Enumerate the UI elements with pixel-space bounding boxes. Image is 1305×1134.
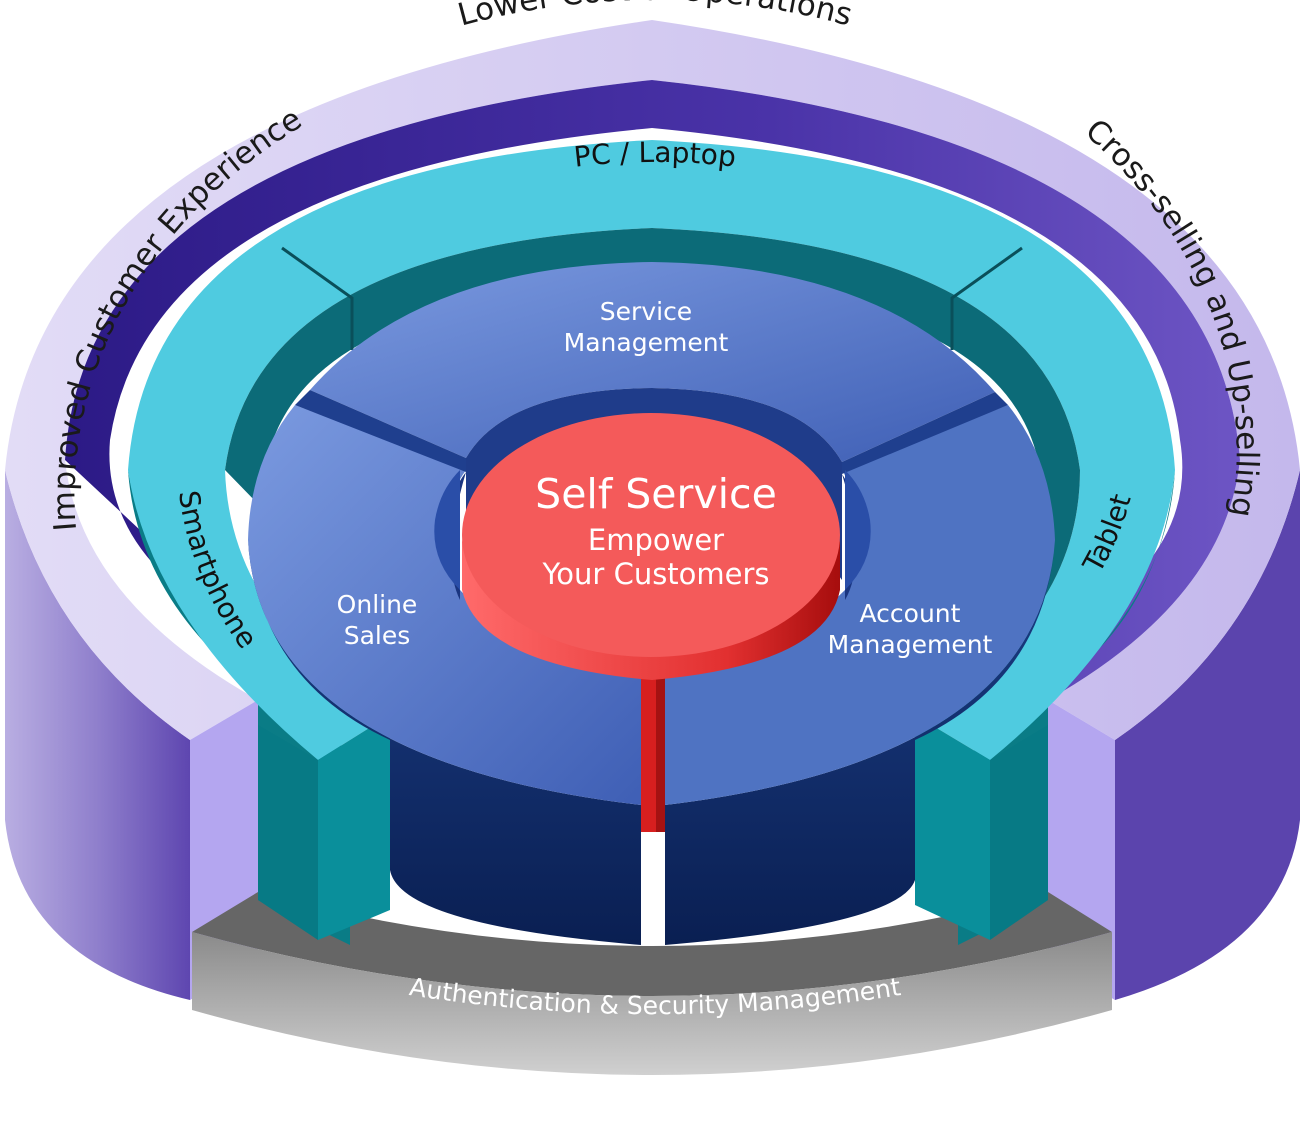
segment-service-label-line2: Management — [564, 328, 729, 357]
segment-service-management[interactable] — [310, 262, 995, 462]
segment-side-right — [665, 540, 1055, 945]
segment-online-sales[interactable] — [248, 405, 641, 805]
outer-ring-inner-wall — [65, 80, 1240, 700]
device-pillar-left-face — [318, 715, 390, 940]
segment-inner-floor-right — [845, 470, 871, 590]
segment-online-label-line1: Online — [337, 590, 418, 619]
segment-divider-right — [842, 392, 1008, 474]
segment-divider-left — [295, 390, 466, 472]
core-side — [462, 540, 840, 680]
base-arc — [192, 892, 1112, 1075]
device-ring — [128, 140, 1175, 945]
core-top[interactable] — [462, 413, 840, 657]
segment-service-label-line1: Service — [600, 297, 692, 326]
device-pillar-left — [258, 725, 318, 940]
segment-online-label-line2: Sales — [344, 621, 411, 650]
segment-disc — [248, 262, 1055, 945]
outer-ring-side — [5, 470, 190, 1000]
base-arc-side — [192, 932, 1112, 1075]
outer-ring-top — [5, 20, 1300, 740]
segment-account-label-line1: Account — [860, 599, 961, 628]
core-subtitle-line2: Your Customers — [541, 557, 769, 591]
device-pillar-right — [915, 715, 990, 940]
device-ring-divider-right — [950, 246, 1023, 350]
core-title: Self Service — [535, 470, 777, 518]
outer-ring-side-right — [1115, 470, 1300, 1000]
base-arc-top — [192, 892, 1112, 996]
device-ring-divider-left — [281, 246, 354, 350]
device-ring-top-label: PC / Laptop — [572, 136, 737, 174]
segment-side-left — [248, 540, 641, 945]
core-disc — [462, 413, 840, 832]
segment-account-management[interactable] — [665, 405, 1055, 805]
segment-inner-floor-left — [434, 470, 460, 590]
core-subtitle-line1: Empower — [588, 523, 724, 557]
device-pillar-right-face — [990, 725, 1048, 940]
core-stem-shade — [656, 660, 665, 832]
segment-account-label-line2: Management — [828, 630, 993, 659]
